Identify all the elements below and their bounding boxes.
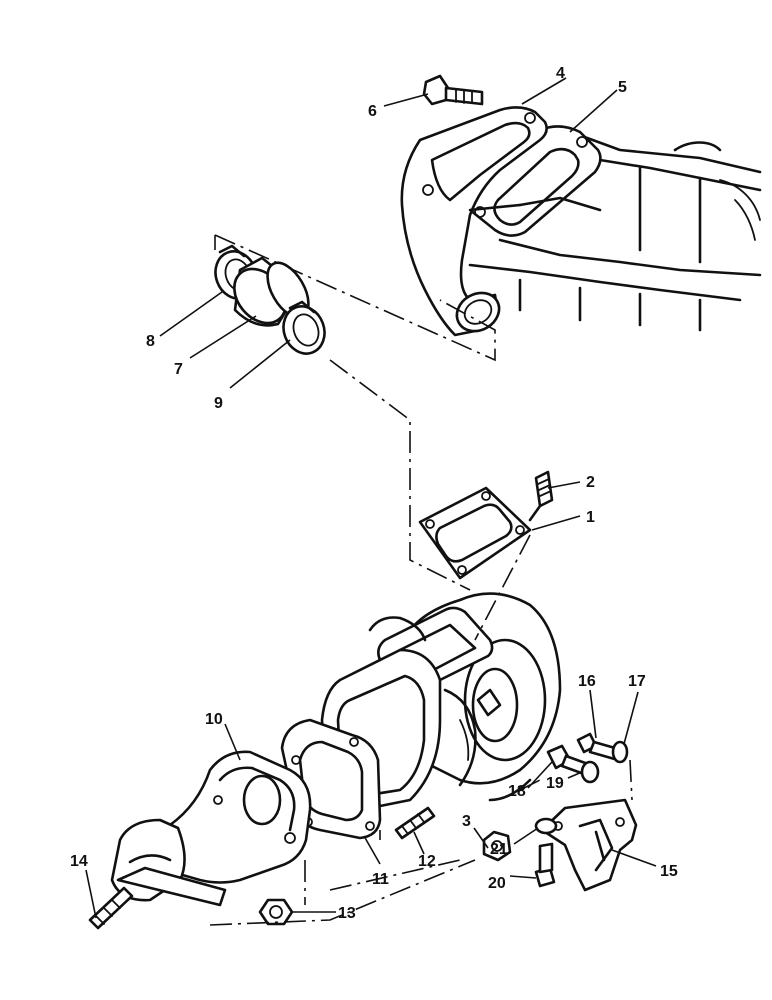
callout-5: 5 xyxy=(618,79,627,96)
callout-14: 14 xyxy=(70,853,88,870)
lower-chain-line-left xyxy=(209,859,476,926)
callout-4: 4 xyxy=(556,65,565,82)
washer-21 xyxy=(534,817,558,835)
gasket-to-nut-line xyxy=(329,859,461,891)
callout-21: 21 xyxy=(490,841,508,858)
bracket-15 xyxy=(540,798,638,892)
callout-10: 10 xyxy=(205,711,223,728)
washer-19 xyxy=(580,760,600,784)
callout-9: 9 xyxy=(214,395,223,412)
callout-8: 8 xyxy=(146,333,155,350)
bolt-6 xyxy=(422,74,484,106)
stud-to-turbo-line xyxy=(474,534,531,641)
stud-14 xyxy=(88,886,134,930)
assembly-centerline xyxy=(329,359,471,591)
hose-and-clamps xyxy=(214,234,496,362)
callout-2: 2 xyxy=(586,474,595,491)
callout-18: 18 xyxy=(508,783,526,800)
stud-12 xyxy=(394,806,436,840)
intake-elbow-pipe xyxy=(400,106,602,337)
callout-19: 19 xyxy=(546,775,564,792)
callout-6: 6 xyxy=(368,103,377,120)
leader-lines xyxy=(85,77,657,919)
callout-1: 1 xyxy=(586,509,595,526)
nut-3 xyxy=(482,830,512,862)
callout-7: 7 xyxy=(174,361,183,378)
callout-13: 13 xyxy=(338,905,356,922)
nut-13 xyxy=(258,898,294,926)
stud-2 xyxy=(528,470,554,522)
callout-15: 15 xyxy=(660,863,678,880)
turbo-outlet-gasket xyxy=(418,486,532,580)
bolt-20 xyxy=(534,842,556,888)
callout-3: 3 xyxy=(462,813,471,830)
callout-12: 12 xyxy=(418,853,436,870)
callout-labels: 2 1 3 4 5 6 7 8 9 10 11 12 13 14 15 16 1… xyxy=(70,65,678,922)
intake-manifold xyxy=(468,126,762,332)
callout-11: 11 xyxy=(372,871,389,888)
exhaust-elbow-10 xyxy=(110,750,312,907)
callout-20: 20 xyxy=(488,875,506,892)
washer-to-bracket-line xyxy=(629,759,633,801)
callout-16: 16 xyxy=(578,673,596,690)
washer-17 xyxy=(611,740,629,764)
turbocharger xyxy=(320,592,562,812)
callout-17: 17 xyxy=(628,673,646,690)
